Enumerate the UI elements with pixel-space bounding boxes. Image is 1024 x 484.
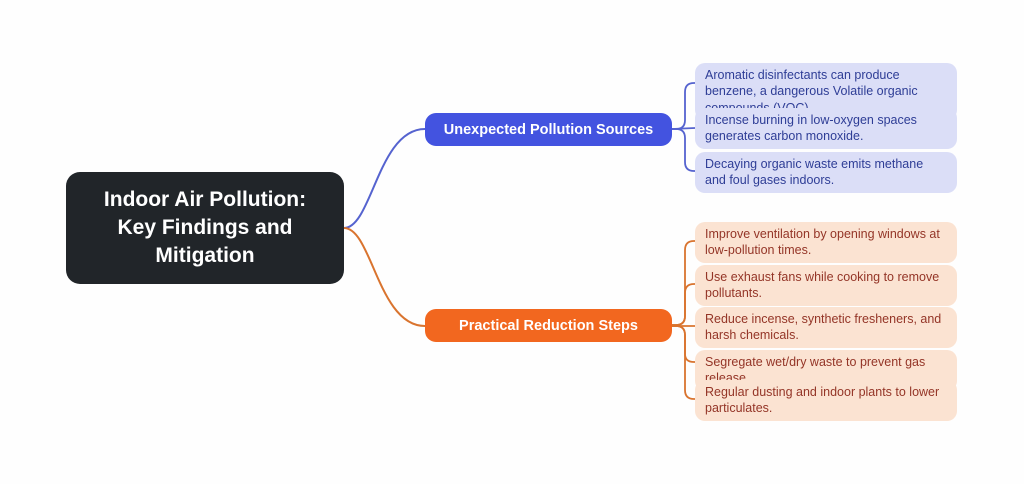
leaf-node-label: Reduce incense, synthetic fresheners, an…	[705, 312, 942, 343]
connector-blue-leaf-1	[672, 82, 695, 130]
connector-orange-leaf-4	[672, 325, 695, 363]
leaf-node[interactable]: Regular dusting and indoor plants to low…	[695, 380, 957, 421]
connector-orange-leaf-5	[672, 325, 695, 400]
leaf-node-label: Improve ventilation by opening windows a…	[705, 227, 940, 258]
leaf-node-label: Use exhaust fans while cooking to remove…	[705, 270, 940, 301]
leaf-node[interactable]: Use exhaust fans while cooking to remove…	[695, 265, 957, 306]
leaf-node-label: Decaying organic waste emits methane and…	[705, 157, 924, 188]
branch-node-practical-reduction-steps[interactable]: Practical Reduction Steps	[425, 309, 672, 342]
leaf-node[interactable]: Reduce incense, synthetic fresheners, an…	[695, 307, 957, 348]
leaf-node[interactable]: Decaying organic waste emits methane and…	[695, 152, 957, 193]
connector-blue-leaf-3	[672, 128, 695, 172]
leaf-node-label: Regular dusting and indoor plants to low…	[705, 385, 940, 416]
connector-orange-leaf-2	[672, 283, 695, 326]
root-node[interactable]: Indoor Air Pollution: Key Findings and M…	[66, 172, 344, 284]
leaf-node[interactable]: Improve ventilation by opening windows a…	[695, 222, 957, 263]
leaf-node-label: Incense burning in low-oxygen spaces gen…	[705, 113, 917, 144]
branch-node-unexpected-pollution-sources[interactable]: Unexpected Pollution Sources	[425, 113, 672, 146]
connector-root-to-orange-branch	[343, 227, 426, 327]
connector-blue-leaf-2	[671, 127, 696, 130]
root-node-label: Indoor Air Pollution: Key Findings and M…	[103, 188, 307, 267]
leaf-node[interactable]: Incense burning in low-oxygen spaces gen…	[695, 108, 957, 149]
connector-root-to-blue-branch	[343, 128, 426, 229]
connector-orange-leaf-1	[672, 240, 695, 326]
branch-node-label: Practical Reduction Steps	[459, 317, 638, 334]
branch-node-label: Unexpected Pollution Sources	[443, 121, 654, 138]
